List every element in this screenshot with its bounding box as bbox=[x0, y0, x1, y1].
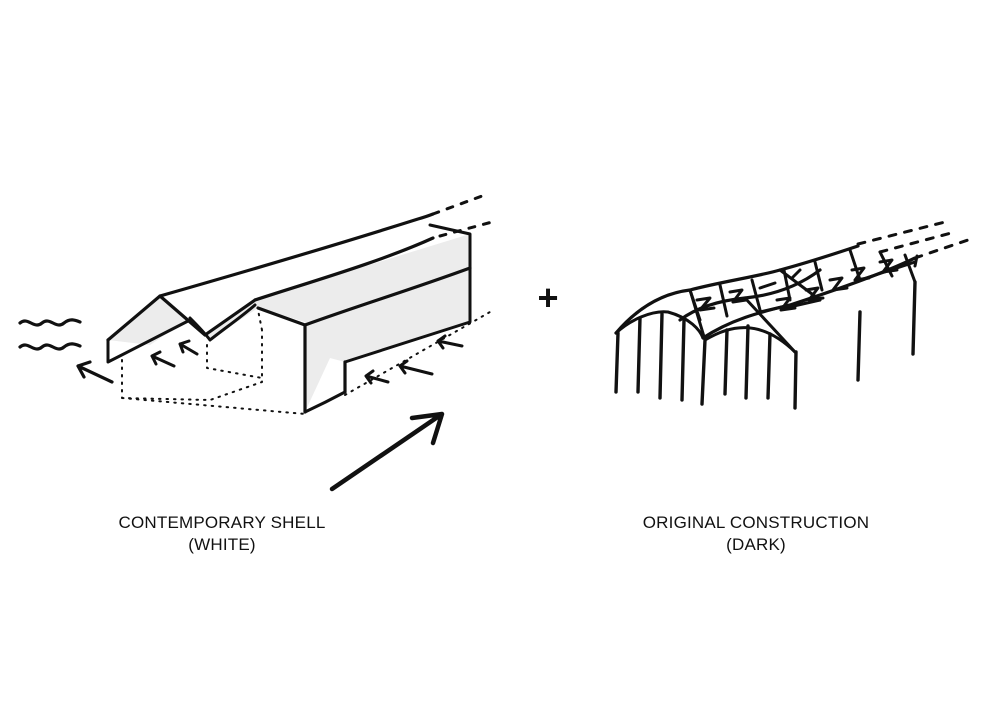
sketch-stroke bbox=[793, 350, 798, 410]
sketch-stroke bbox=[911, 280, 917, 356]
sketch-stroke bbox=[436, 334, 464, 350]
shell-ridge-rear bbox=[253, 236, 435, 302]
caption-contemporary-shell: CONTEMPORARY SHELL (WHITE) bbox=[72, 512, 372, 556]
shell-gable-left bbox=[106, 294, 257, 342]
original-construction-sketch bbox=[614, 220, 970, 410]
shell-eave-lower bbox=[343, 223, 472, 364]
shell-valley bbox=[188, 303, 257, 342]
caption-right-line1: ORIGINAL CONSTRUCTION bbox=[642, 513, 870, 532]
sketch-stroke bbox=[636, 316, 642, 394]
sketch-stroke bbox=[364, 369, 390, 385]
shell-front-corner bbox=[303, 390, 347, 414]
sketch-stroke bbox=[878, 258, 899, 274]
sketch-stroke bbox=[614, 331, 620, 394]
construction-vault-front bbox=[614, 244, 860, 335]
construction-columns bbox=[614, 280, 917, 410]
caption-left-line2: (WHITE) bbox=[188, 535, 256, 554]
shell-eave-right bbox=[303, 266, 472, 327]
plus-sign: + bbox=[537, 277, 558, 318]
sketch-stroke bbox=[766, 332, 772, 400]
sketch-stroke bbox=[758, 281, 777, 290]
sketch-stroke bbox=[700, 338, 707, 406]
caption-right-line2: (DARK) bbox=[726, 535, 786, 554]
airflow-arrow-out bbox=[76, 360, 114, 384]
wind-wave-lower bbox=[18, 342, 82, 351]
shell-roof-fill bbox=[108, 234, 470, 412]
sketch-stroke bbox=[398, 359, 434, 376]
wind-wave-upper bbox=[18, 318, 82, 327]
shell-eave-left bbox=[106, 318, 192, 364]
construction-continuation-lower bbox=[913, 238, 970, 260]
sketch-stroke bbox=[790, 268, 802, 280]
sketch-stroke bbox=[804, 286, 825, 302]
contemporary-shell-sketch bbox=[18, 194, 494, 492]
sketch-stroke bbox=[828, 276, 849, 292]
sketch-stroke bbox=[178, 339, 199, 356]
sketch-stroke bbox=[744, 324, 750, 400]
shell-footprint-dotted bbox=[121, 309, 491, 415]
construction-roof-grid bbox=[688, 248, 917, 322]
sketch-stroke bbox=[728, 288, 748, 304]
sketch-stroke bbox=[856, 310, 862, 382]
shell-ridge-front bbox=[158, 212, 435, 298]
shell-ridge-continuation-2 bbox=[438, 220, 494, 238]
airflow-arrows-small bbox=[150, 334, 464, 385]
sketch-stroke bbox=[850, 266, 871, 282]
wind-arrow-large bbox=[329, 411, 445, 492]
sketch-stroke bbox=[680, 318, 686, 402]
caption-original-construction: ORIGINAL CONSTRUCTION (DARK) bbox=[606, 512, 906, 556]
construction-truss-zigzags bbox=[695, 254, 919, 312]
construction-arch-left bbox=[614, 310, 705, 340]
construction-continuation-upper bbox=[856, 220, 947, 246]
sketch-stroke bbox=[150, 350, 176, 368]
construction-continuation-mid bbox=[878, 230, 957, 254]
caption-left-line1: CONTEMPORARY SHELL bbox=[118, 513, 326, 532]
shell-side-wall bbox=[256, 306, 307, 414]
sketch-stroke bbox=[658, 312, 664, 400]
sketch-stroke bbox=[723, 328, 729, 396]
shell-ridge-continuation bbox=[431, 194, 484, 216]
construction-arch-right bbox=[703, 326, 797, 354]
sketch-stroke bbox=[775, 296, 797, 312]
sketch-stroke bbox=[695, 296, 716, 312]
